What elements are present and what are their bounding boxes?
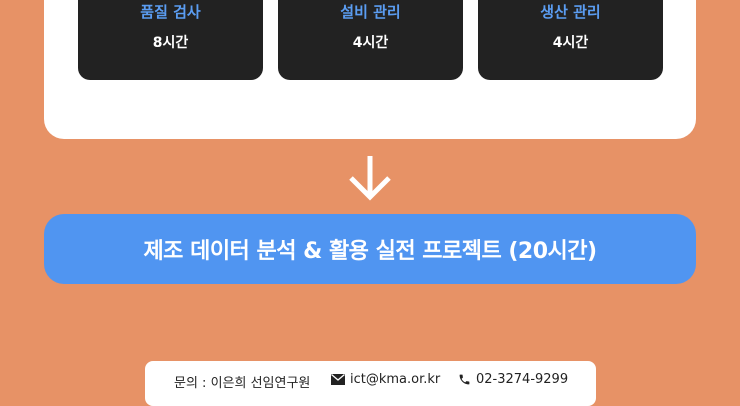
contact-person-text: 문의 : 이은희 선임연구원 xyxy=(174,376,311,391)
project-banner: 제조 데이터 분석 & 활용 실전 프로젝트 (20시간) xyxy=(44,214,696,284)
course-name: 생산 관리 xyxy=(540,3,601,21)
course-name: 설비 관리 xyxy=(340,3,401,21)
contact-person: 문의 : 이은희 선임연구원 xyxy=(174,372,310,391)
course-hours: 4시간 xyxy=(352,35,389,51)
course-hours: 4시간 xyxy=(552,35,589,51)
course-card-equipment-management: 설비 관리 4시간 xyxy=(278,0,463,80)
project-title: 제조 데이터 분석 & 활용 실전 프로젝트 (20시간) xyxy=(143,239,597,264)
course-name: 품질 검사 xyxy=(140,3,201,21)
contact-email-text: ict@kma.or.kr xyxy=(350,372,441,387)
arrow-down-icon xyxy=(349,156,391,201)
course-hours: 8시간 xyxy=(152,35,189,51)
envelope-icon xyxy=(331,374,345,385)
contact-bar: 문의 : 이은희 선임연구원 ict@kma.or.kr 02-3274-929… xyxy=(145,361,596,406)
contact-email[interactable]: ict@kma.or.kr xyxy=(331,372,440,387)
phone-icon xyxy=(459,374,470,385)
course-card-production-management: 생산 관리 4시간 xyxy=(478,0,663,80)
course-card-quality-inspection: 품질 검사 8시간 xyxy=(78,0,263,80)
contact-phone[interactable]: 02-3274-9299 xyxy=(458,372,568,387)
course-panel: 품질 검사 8시간 설비 관리 4시간 생산 관리 4시간 xyxy=(44,0,696,139)
contact-phone-text: 02-3274-9299 xyxy=(476,372,569,387)
